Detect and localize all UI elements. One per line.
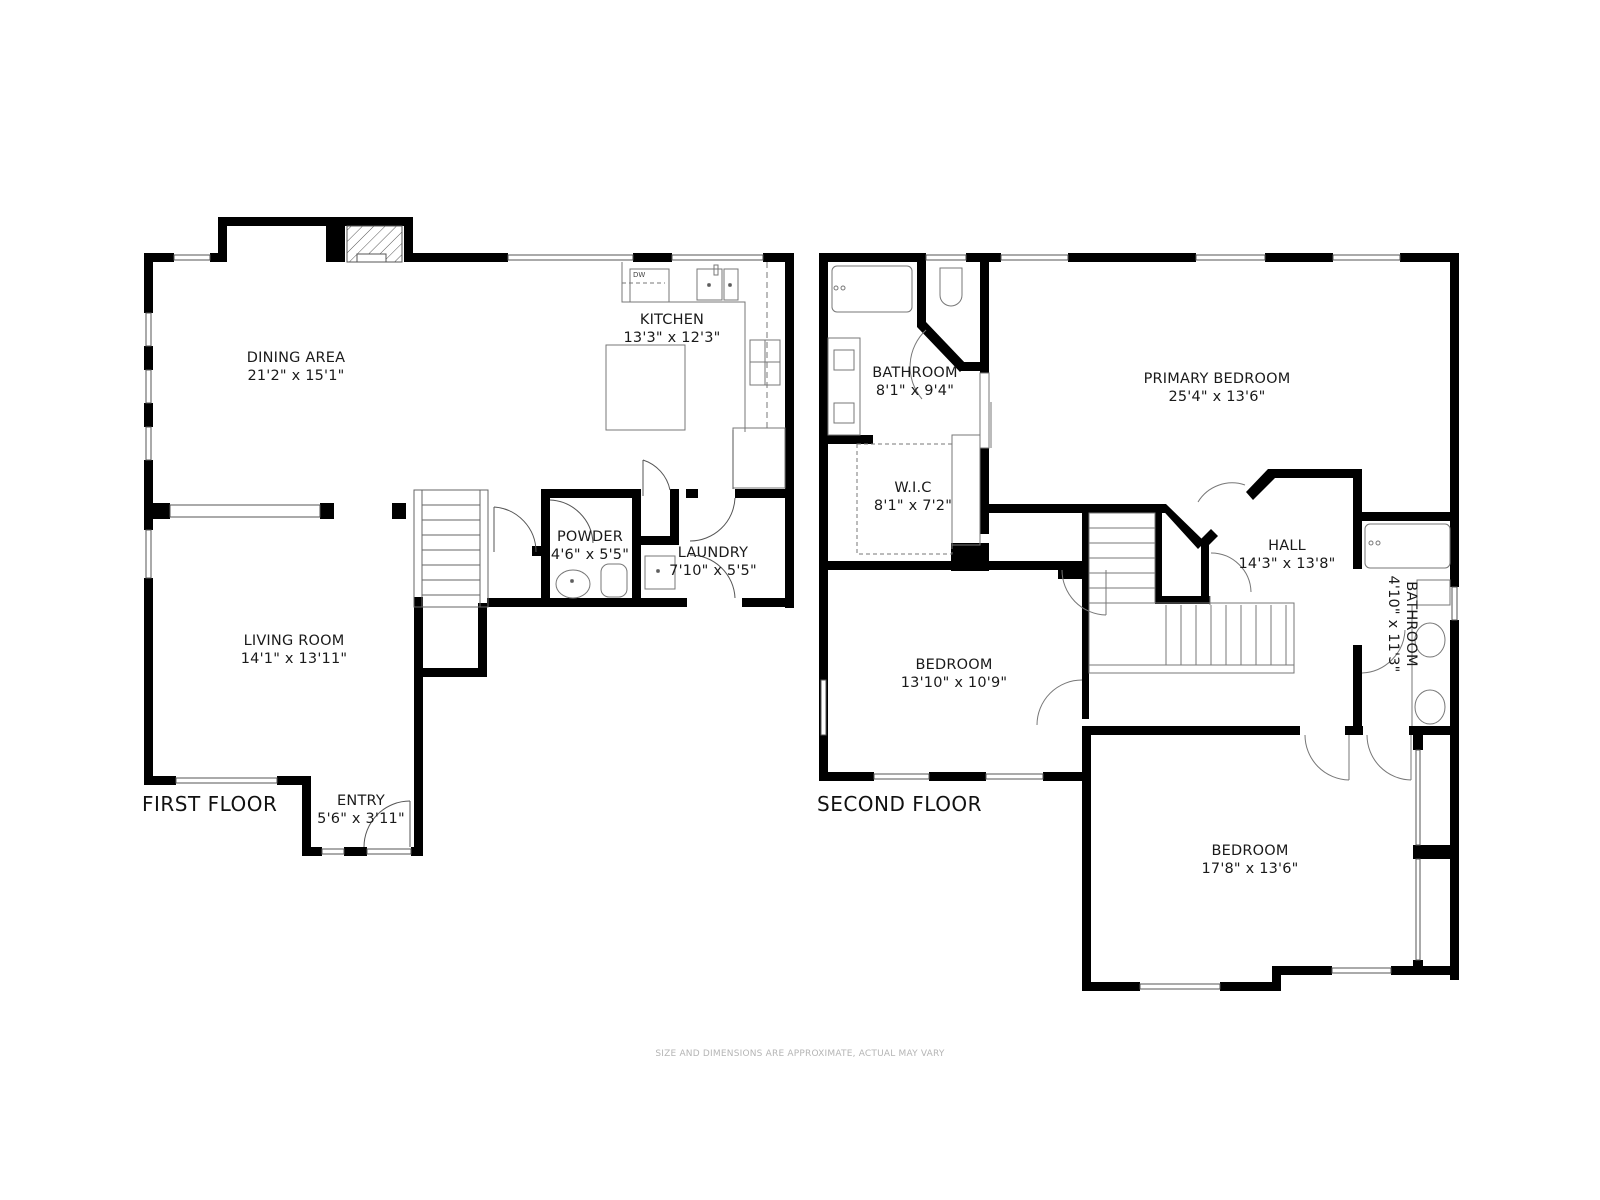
disclaimer-text: SIZE AND DIMENSIONS ARE APPROXIMATE, ACT… bbox=[655, 1049, 945, 1059]
room-dining-area: DINING AREA 21'2" x 15'1" bbox=[247, 349, 346, 385]
room-dimensions: 13'3" x 12'3" bbox=[623, 330, 721, 346]
powder-laundry-fixtures bbox=[555, 555, 676, 599]
powder-toilet-icon bbox=[600, 563, 628, 598]
room-dimensions: 4'10" x 11'3" bbox=[1385, 575, 1401, 673]
room-name: KITCHEN bbox=[639, 312, 705, 328]
room-dimensions: 7'10" x 5'5" bbox=[669, 563, 757, 579]
first-floor-title: FIRST FLOOR bbox=[142, 792, 278, 816]
room-name: HALL bbox=[1268, 538, 1306, 554]
second-floor-walls bbox=[819, 253, 1459, 991]
room-bedroom-1: BEDROOM 13'10" x 10'9" bbox=[901, 656, 1008, 692]
room-bedroom-2: BEDROOM 17'8" x 13'6" bbox=[1201, 842, 1298, 878]
room-name: DINING AREA bbox=[246, 350, 346, 366]
room-primary-bathroom: BATHROOM 8'1" x 9'4" bbox=[872, 364, 958, 400]
primary-tub-icon bbox=[831, 265, 913, 313]
room-dimensions: 8'1" x 7'2" bbox=[873, 498, 953, 514]
second-floor-title: SECOND FLOOR bbox=[817, 792, 983, 816]
room-name: LAUNDRY bbox=[677, 545, 749, 561]
first-floor-stairs bbox=[413, 489, 489, 608]
room-name: ENTRY bbox=[337, 793, 385, 809]
room-kitchen: KITCHEN 13'3" x 12'3" bbox=[623, 311, 720, 347]
room-powder: POWDER 4'6" x 5'5" bbox=[551, 528, 629, 564]
room-name: W.I.C bbox=[894, 480, 932, 496]
room-dimensions: 25'4" x 13'6" bbox=[1168, 389, 1266, 405]
vanity bbox=[827, 337, 861, 436]
second-floor-plan bbox=[819, 253, 1459, 991]
dishwasher-label: DW bbox=[633, 271, 645, 279]
second-floor-fixtures bbox=[827, 265, 1451, 781]
room-name: BATHROOM bbox=[1403, 581, 1419, 667]
laundry-sink-icon bbox=[644, 555, 676, 590]
room-name: BEDROOM bbox=[915, 657, 993, 673]
room-dimensions: 14'3" x 13'8" bbox=[1238, 556, 1336, 572]
first-floor-walls bbox=[144, 217, 794, 856]
room-living-room: LIVING ROOM 14'1" x 13'11" bbox=[241, 632, 348, 668]
room-name: BATHROOM bbox=[872, 365, 958, 381]
room-entry: ENTRY 5'6" x 3'11" bbox=[317, 792, 405, 828]
room-dimensions: 5'6" x 3'11" bbox=[317, 811, 405, 827]
room-hall: HALL 14'3" x 13'8" bbox=[1238, 537, 1335, 573]
primary-toilet-icon bbox=[939, 267, 963, 307]
hall-tub-icon bbox=[1364, 523, 1451, 569]
dishwasher-icon bbox=[629, 268, 670, 303]
room-dimensions: 4'6" x 5'5" bbox=[550, 547, 630, 563]
first-floor-windows bbox=[145, 254, 764, 855]
powder-sink-icon bbox=[555, 569, 591, 599]
room-dimensions: 17'8" x 13'6" bbox=[1201, 861, 1299, 877]
kitchen-island bbox=[605, 344, 686, 431]
room-name: PRIMARY BEDROOM bbox=[1143, 371, 1291, 387]
first-floor-plan: DW bbox=[144, 217, 794, 856]
room-dimensions: 14'1" x 13'11" bbox=[240, 651, 348, 667]
sink-icon bbox=[696, 268, 723, 301]
room-laundry: LAUNDRY 7'10" x 5'5" bbox=[669, 544, 757, 580]
room-name: POWDER bbox=[556, 529, 624, 545]
hall-sink-icon bbox=[1414, 622, 1446, 658]
room-primary-bedroom: PRIMARY BEDROOM 25'4" x 13'6" bbox=[1144, 370, 1291, 406]
room-hall-bathroom: BATHROOM 4'10" x 11'3" bbox=[1384, 575, 1420, 672]
room-name: BEDROOM bbox=[1211, 843, 1289, 859]
second-floor-windows bbox=[820, 254, 1458, 990]
room-walk-in-closet: W.I.C 8'1" x 7'2" bbox=[874, 479, 952, 515]
room-dimensions: 13'10" x 10'9" bbox=[900, 675, 1008, 691]
room-dimensions: 21'2" x 15'1" bbox=[247, 368, 345, 384]
room-dimensions: 8'1" x 9'4" bbox=[875, 383, 955, 399]
room-name: LIVING ROOM bbox=[243, 633, 345, 649]
kitchen-fixtures bbox=[605, 262, 786, 489]
first-floor-doors bbox=[363, 430, 736, 848]
